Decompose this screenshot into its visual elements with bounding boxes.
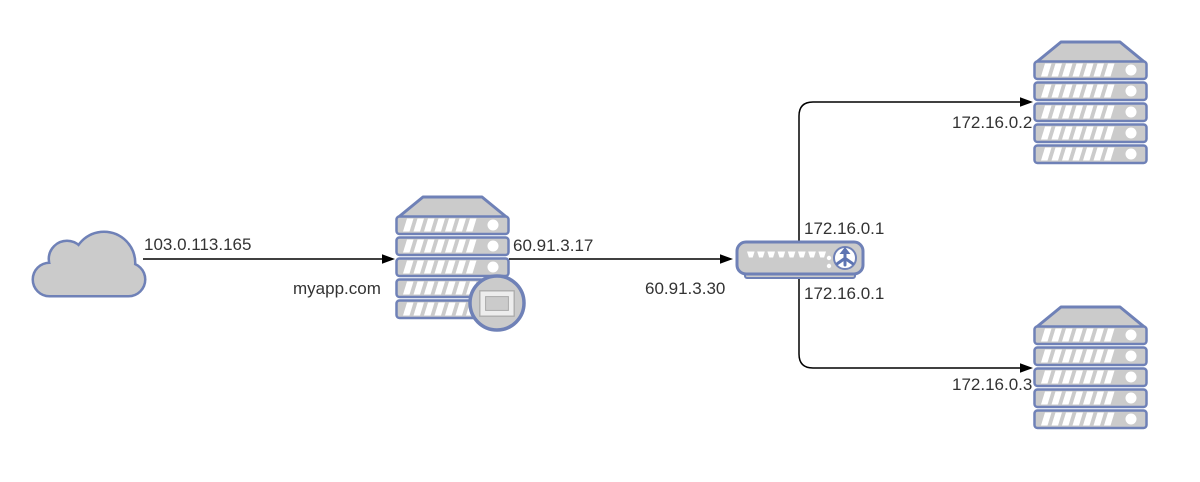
public-ip-label: 103.0.113.165 xyxy=(144,235,251,254)
app-server-bottom-node: 172.16.0.3 xyxy=(952,307,1147,428)
screen-badge-icon xyxy=(468,274,526,332)
connector-line xyxy=(798,279,1021,369)
connector-line xyxy=(798,101,1021,241)
edge-webserver-to-router: 60.91.3.17 60.91.3.30 xyxy=(509,236,733,298)
edge-internet-to-webserver: 103.0.113.165 xyxy=(143,235,395,264)
domain-label: myapp.com xyxy=(293,279,381,298)
edge-router-to-bottom-server xyxy=(798,279,1033,373)
server-top-ip-label: 172.16.0.2 xyxy=(952,113,1032,132)
web-server-ip-label: 60.91.3.17 xyxy=(513,236,593,255)
router-node: 172.16.0.1 172.16.0.1 xyxy=(735,219,884,303)
server-icon xyxy=(1035,307,1147,428)
arrowhead-icon xyxy=(1020,97,1033,107)
cloud-icon xyxy=(31,230,147,298)
router-wan-ip-label: 60.91.3.30 xyxy=(645,279,725,298)
web-server-node: myapp.com xyxy=(293,197,526,332)
edge-router-to-top-server xyxy=(798,97,1033,241)
server-icon xyxy=(1035,42,1147,163)
router-ports xyxy=(747,251,832,269)
arrowhead-icon xyxy=(382,254,395,264)
server-bottom-ip-label: 172.16.0.3 xyxy=(952,375,1032,394)
hub-badge-icon xyxy=(833,246,857,270)
arrowhead-icon xyxy=(1020,363,1033,373)
arrowhead-icon xyxy=(720,254,733,264)
app-server-top-node: 172.16.0.2 xyxy=(952,42,1147,163)
router-lan-bottom-label: 172.16.0.1 xyxy=(804,284,884,303)
router-icon xyxy=(735,240,865,276)
router-lan-top-label: 172.16.0.1 xyxy=(804,219,884,238)
